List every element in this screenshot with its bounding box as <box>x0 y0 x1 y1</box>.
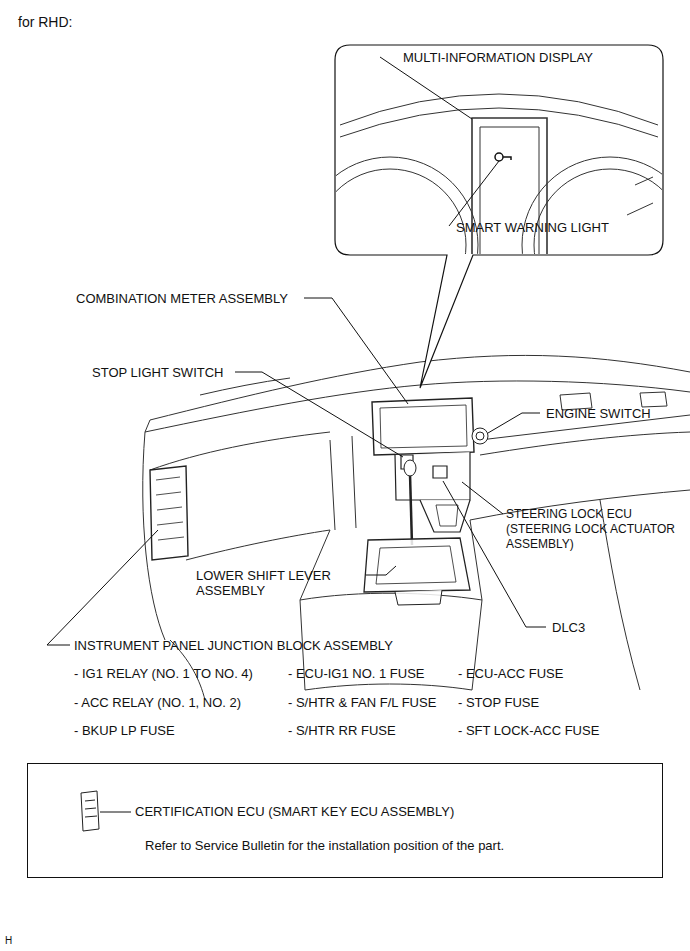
leader-line <box>366 566 396 575</box>
leader-line <box>235 372 403 457</box>
view-title: for RHD: <box>18 14 72 31</box>
leader-line <box>47 530 158 645</box>
smart-warning-icon <box>495 153 511 161</box>
circuit-item: - STOP FUSE <box>458 695 539 710</box>
shift-lever <box>410 474 412 545</box>
part-label: CERTIFICATION ECU (SMART KEY ECU ASSEMBL… <box>135 804 454 819</box>
dashboard-line <box>330 440 335 530</box>
part-label: COMBINATION METER ASSEMBLY <box>76 291 288 306</box>
note-text: Refer to Service Bulletin for the instal… <box>145 838 504 853</box>
part-label: STOP LIGHT SWITCH <box>92 365 223 380</box>
dashboard-line <box>480 432 690 455</box>
bubble-outline <box>335 45 663 388</box>
leader-line <box>380 57 472 119</box>
note-box: CERTIFICATION ECU (SMART KEY ECU ASSEMBL… <box>27 763 663 878</box>
combination-meter <box>380 405 467 448</box>
callout-bubble: MULTI-INFORMATION DISPLAY SMART WARNING L… <box>335 45 663 255</box>
dashboard-line <box>300 593 482 600</box>
shift-knob <box>404 460 416 476</box>
leader-line <box>443 481 546 627</box>
dashboard-line <box>352 436 356 528</box>
junction-block <box>150 466 188 560</box>
steering-lock-ecu <box>436 505 458 526</box>
circuit-item: - SFT LOCK-ACC FUSE <box>458 723 599 738</box>
leader-line <box>488 413 540 433</box>
dashboard-line <box>145 420 150 432</box>
gauge-ring <box>522 157 662 254</box>
circuit-item: - BKUP LP FUSE <box>74 723 175 738</box>
circuit-item: - ECU-IG1 NO. 1 FUSE <box>288 666 425 681</box>
lower-shift-lever <box>376 546 456 584</box>
leader-line <box>462 482 503 514</box>
circuit-item: - ACC RELAY (NO. 1, NO. 2) <box>74 695 241 710</box>
part-label: STEERING LOCK ECU (STEERING LOCK ACTUATO… <box>506 507 686 552</box>
dashboard-line <box>305 684 472 690</box>
part-label: MULTI-INFORMATION DISPLAY <box>403 50 593 65</box>
combination-meter <box>372 398 474 455</box>
dashboard-line <box>640 392 667 407</box>
meter-view <box>336 94 662 254</box>
steering-column <box>395 452 470 500</box>
leader-lines <box>47 298 546 645</box>
box-outline <box>28 764 663 878</box>
leader-line <box>304 298 408 404</box>
circuit-item: - S/HTR & FAN F/L FUSE <box>288 695 436 710</box>
ecu-icon <box>81 791 99 831</box>
meter-line <box>627 203 653 215</box>
part-label: DLC3 <box>552 620 585 635</box>
lower-shift-lever <box>364 538 470 592</box>
engine-switch <box>472 428 488 444</box>
circuit-item: - S/HTR RR FUSE <box>288 723 396 738</box>
lower-shift-lever <box>395 590 442 605</box>
leader-line <box>100 812 131 813</box>
engine-switch <box>476 432 484 440</box>
circuit-item: - IG1 RELAY (NO. 1 TO NO. 4) <box>74 666 253 681</box>
part-label: LOWER SHIFT LEVER ASSEMBLY <box>196 568 364 598</box>
figure-code: H <box>5 934 12 947</box>
gauge-ring <box>336 157 478 254</box>
circuit-item: - ECU-ACC FUSE <box>458 666 563 681</box>
gauge-ring <box>336 169 466 254</box>
meter-line <box>340 108 658 137</box>
dashboard-line <box>150 432 330 470</box>
leader-line <box>449 161 499 226</box>
parts <box>150 398 474 605</box>
part-label: SMART WARNING LIGHT <box>456 220 609 235</box>
gauge-ring <box>534 169 662 254</box>
part-label: INSTRUMENT PANEL JUNCTION BLOCK ASSEMBLY <box>74 638 393 653</box>
junction-block <box>156 477 184 540</box>
meter-line <box>340 94 658 125</box>
dashboard-line <box>186 530 330 560</box>
box-outline <box>27 763 663 878</box>
dlc3 <box>433 466 447 478</box>
part-label: ENGINE SWITCH <box>546 406 651 421</box>
